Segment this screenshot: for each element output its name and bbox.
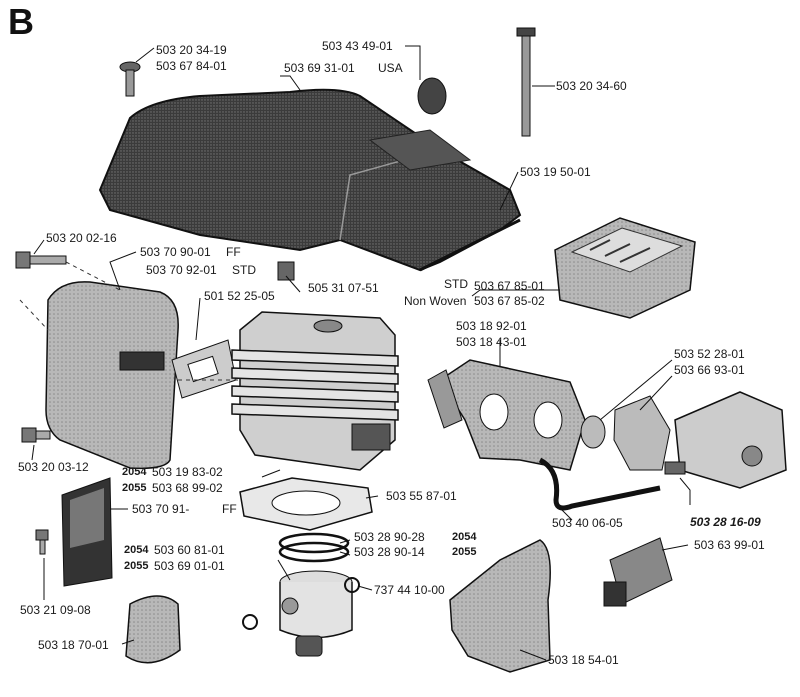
label-muffler-ff: 503 70 90-01 (140, 245, 211, 259)
label-usa: USA (378, 61, 403, 75)
label-m2055-part: 503 68 99-02 (152, 481, 223, 495)
long-bolt-shape (516, 27, 536, 137)
label-piston-2054: 503 60 81-01 (154, 543, 225, 557)
label-filter-nw: 503 67 85-02 (474, 294, 545, 308)
label-cyl-gasket: 503 55 87-01 (386, 489, 457, 503)
sleeve-shape (277, 261, 295, 281)
label-muffler-gasket: 501 52 25-05 (204, 289, 275, 303)
intake-elbow-shape (449, 539, 551, 673)
fuel-line-shape (538, 457, 661, 511)
label-ff2: FF (222, 502, 237, 516)
label-piston-2055: 503 69 01-01 (154, 559, 225, 573)
label-screw-bottom: 503 21 09-08 (20, 603, 91, 617)
label-filter-std: 503 67 85-01 (474, 279, 545, 293)
label-screen: 503 70 91- (132, 502, 190, 516)
needle-bearing-shape (295, 635, 323, 657)
label-flange-a: 503 52 28-01 (674, 347, 745, 361)
label-m2055-model: 2055 (122, 482, 147, 494)
piston-shape (279, 570, 353, 639)
label-piston-2055-model: 2055 (124, 560, 149, 572)
cover-plate-shape (125, 595, 181, 664)
label-long-bolt: 503 20 34-60 (556, 79, 627, 93)
piston-ring-b-shape (278, 541, 350, 563)
label-circlip: 737 44 10-00 (374, 583, 445, 597)
label-screw-top-a: 503 20 34-19 (156, 43, 227, 57)
label-intake-elbow: 503 18 54-01 (548, 653, 619, 667)
bolt-mid-left-shape (21, 427, 51, 443)
rubber-ring-shape (580, 415, 606, 449)
label-carb: 503 28 16-09 (690, 515, 761, 529)
screw-bottom-shape (35, 529, 49, 555)
label-cover-plate: 503 18 70-01 (38, 638, 109, 652)
plug-shape (417, 77, 447, 115)
label-ring-b: 503 28 90-14 (354, 545, 425, 559)
intake-manifold-shape (427, 359, 586, 471)
air-filter-shape (554, 217, 696, 319)
label-bolt-mid-left: 503 20 03-12 (18, 460, 89, 474)
bolt-left-shape (15, 251, 67, 269)
leader-lines (31, 45, 691, 661)
cylinder-cover-shape (98, 88, 522, 272)
label-muffler-std: 503 70 92-01 (146, 263, 217, 277)
label-intake-b: 503 18 43-01 (456, 335, 527, 349)
label-cover: 503 69 31-01 (284, 61, 355, 75)
circlip-left-shape (242, 614, 258, 630)
carburetor-shape (664, 391, 787, 489)
label-std2: STD (444, 277, 468, 291)
label-gasket-cover: 503 19 50-01 (520, 165, 591, 179)
label-intake-a: 503 18 92-01 (456, 319, 527, 333)
label-piston-2054-model: 2054 (124, 544, 149, 556)
label-ring-a: 503 28 90-28 (354, 530, 425, 544)
label-m2054-model: 2054 (122, 466, 147, 478)
label-sleeve: 505 31 07-51 (308, 281, 379, 295)
muffler-gasket-port (187, 355, 219, 383)
label-std1: STD (232, 263, 256, 277)
guide-lines (19, 261, 240, 381)
screw-top-shape (119, 61, 141, 97)
circlip-right-shape (344, 577, 360, 593)
label-plug: 503 43 49-01 (322, 39, 393, 53)
label-bolt-left: 503 20 02-16 (46, 231, 117, 245)
label-ff1: FF (226, 245, 241, 259)
impulse-block-shape (603, 537, 673, 607)
muffler-shape (45, 281, 179, 470)
label-screw-top-b: 503 67 84-01 (156, 59, 227, 73)
label-non-woven: Non Woven (404, 294, 467, 308)
cylinder-shape (231, 311, 399, 471)
flange-shape (613, 395, 671, 471)
label-impulse: 503 63 99-01 (694, 538, 765, 552)
section-letter: B (8, 1, 34, 42)
label-fuel-line: 503 40 06-05 (552, 516, 623, 530)
label-m2054-part: 503 19 83-02 (152, 465, 223, 479)
label-flange-b: 503 66 93-01 (674, 363, 745, 377)
label-ring-b-model: 2055 (452, 546, 477, 558)
label-ring-a-model: 2054 (452, 531, 477, 543)
piston-ring-a-shape (278, 532, 350, 554)
screen-plate-shape (61, 477, 113, 587)
cylinder-gasket-shape (239, 477, 373, 531)
